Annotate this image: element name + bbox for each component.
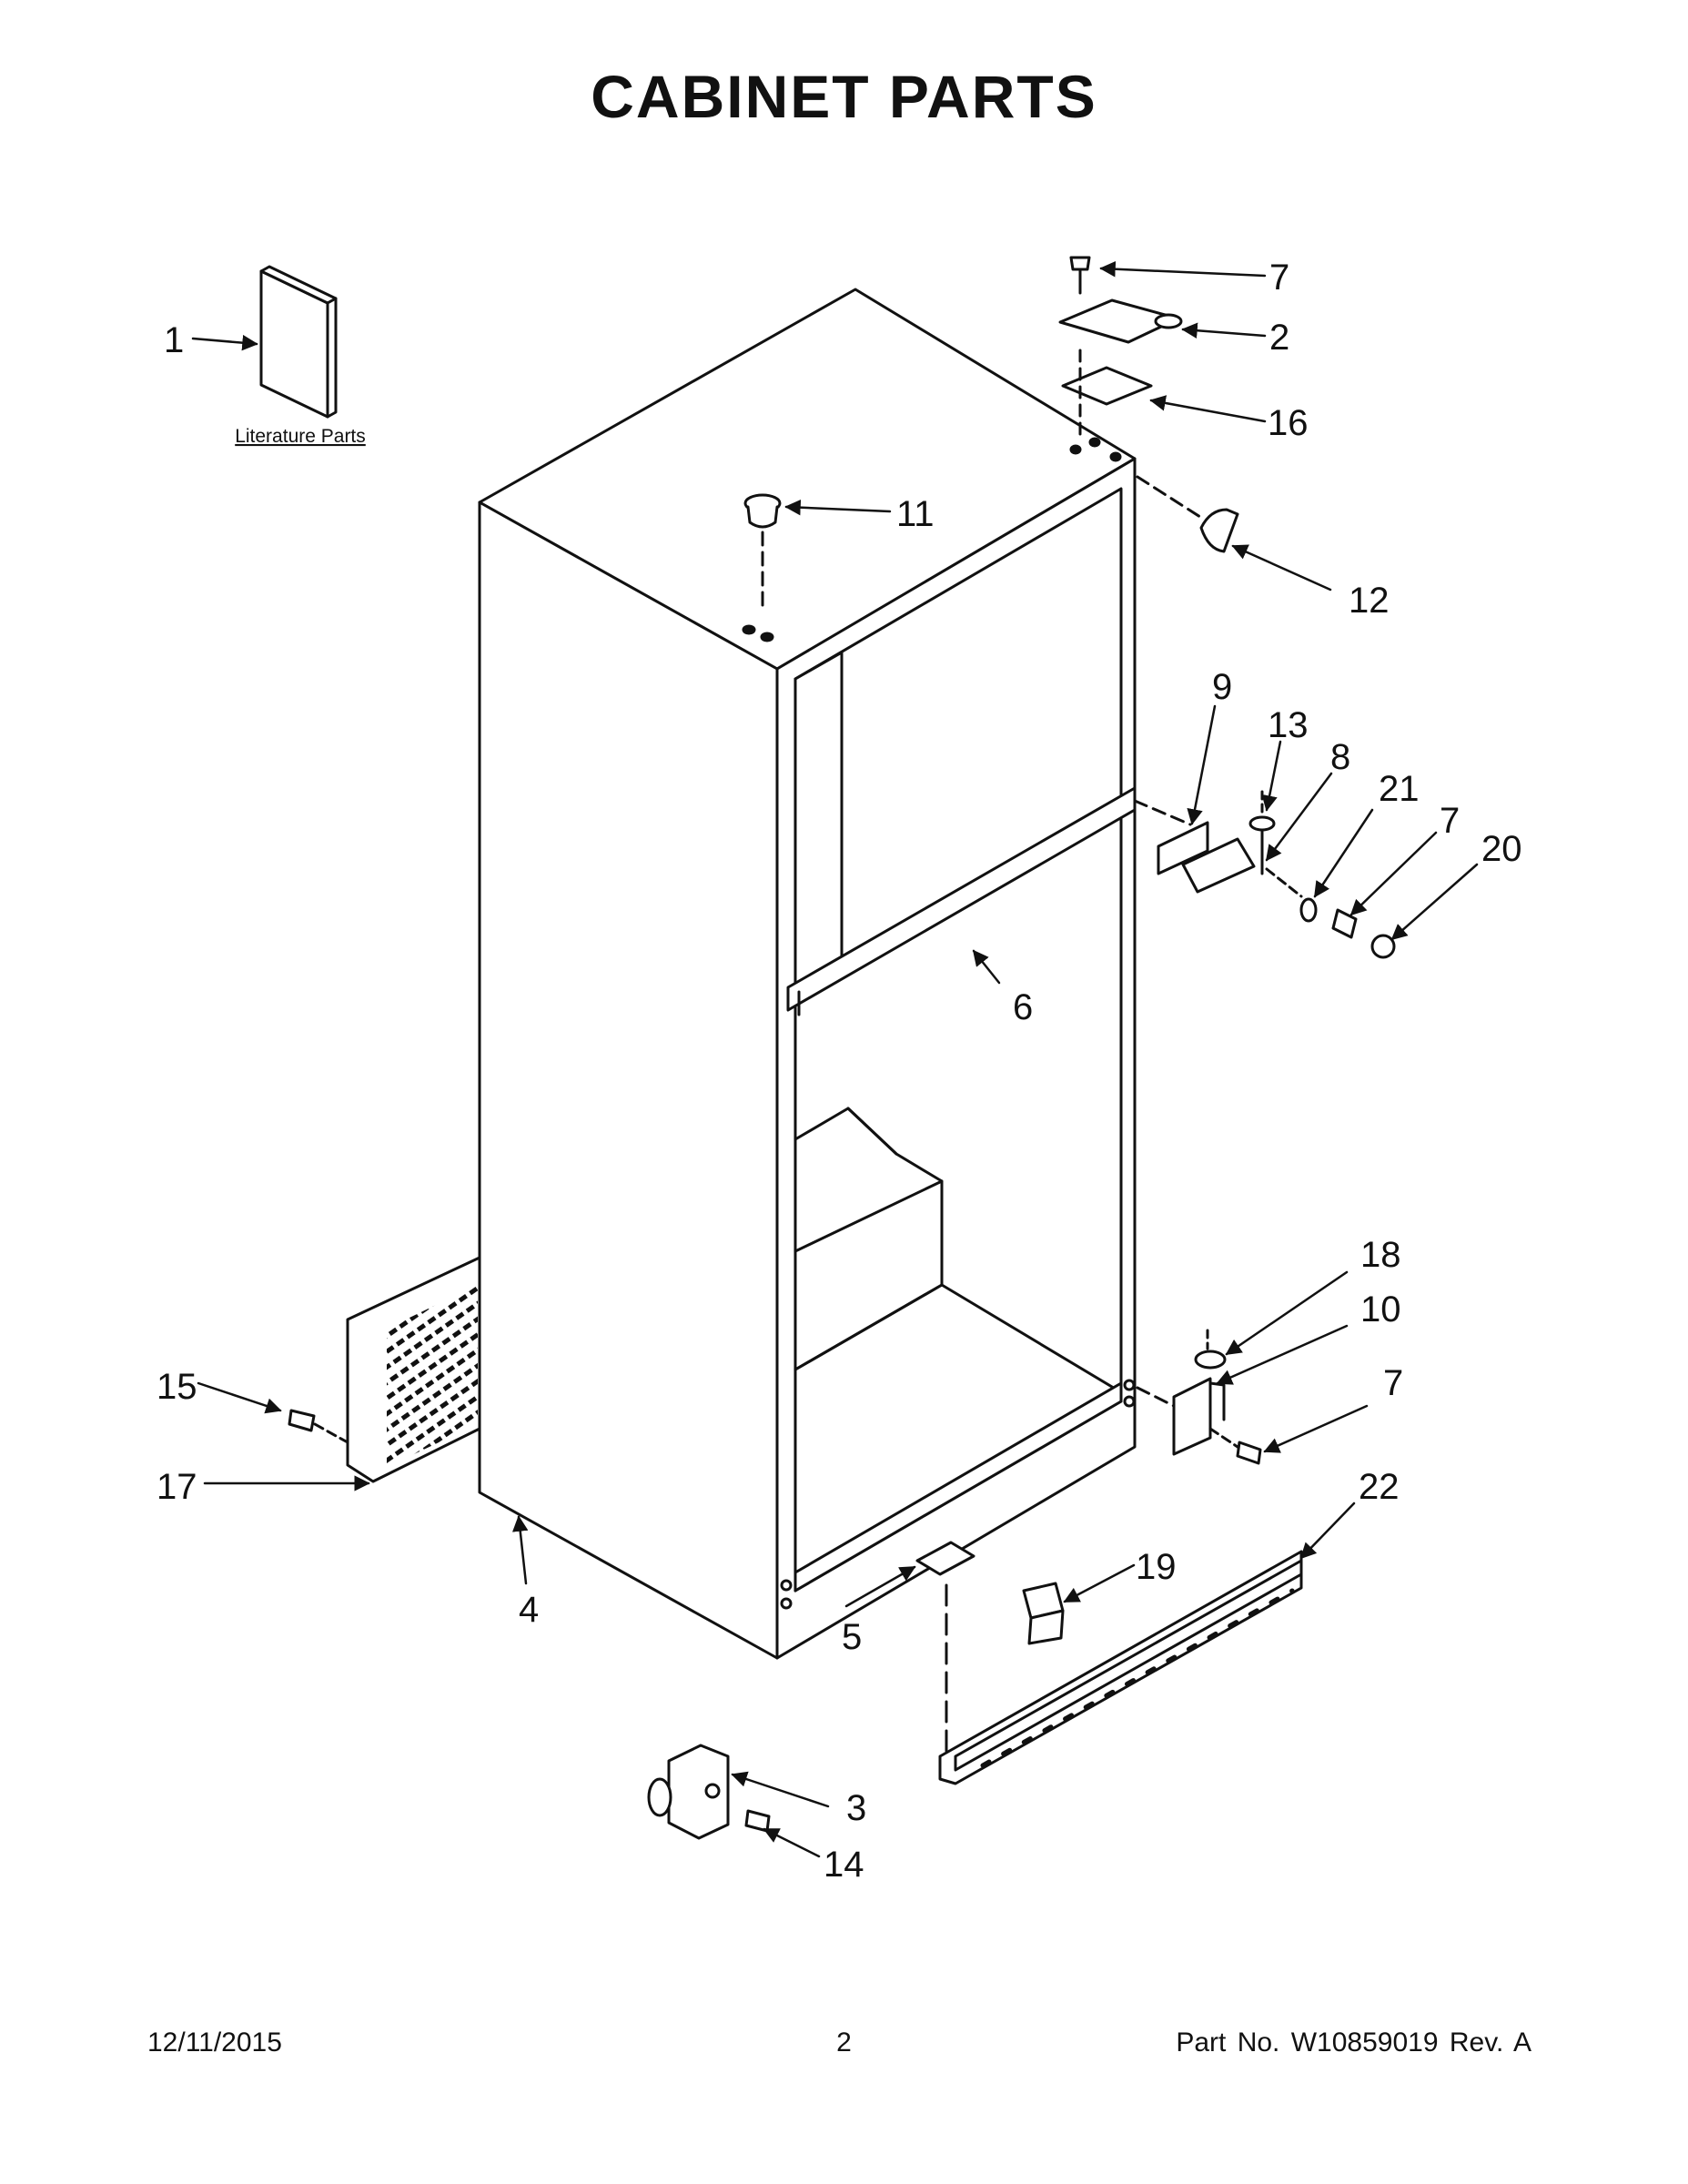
- literature-parts-label: Literature Parts: [235, 426, 366, 447]
- footer-date: 12/11/2015: [147, 2027, 282, 2058]
- rear-access-panel-icon: [288, 1256, 481, 1483]
- callout-4: 4: [519, 1590, 539, 1630]
- floor-pad-icon: [915, 1541, 975, 1756]
- callout-15: 15: [157, 1367, 197, 1407]
- callout-9: 9: [1212, 667, 1232, 707]
- callout-12: 12: [1349, 581, 1390, 621]
- callout-18: 18: [1360, 1235, 1401, 1275]
- callout-14: 14: [824, 1845, 864, 1885]
- page-title: CABINET PARTS: [591, 63, 1097, 130]
- callout-10: 10: [1360, 1289, 1401, 1330]
- callout-11: 11: [896, 494, 935, 534]
- leader-arrows: [191, 260, 1479, 1858]
- refrigerator-cabinet: [478, 288, 1137, 1660]
- callout-6: 6: [1013, 987, 1033, 1027]
- clip-icon: [1022, 1582, 1065, 1645]
- hinge-cover-icon: [1136, 475, 1239, 553]
- center-hinge-icon: [1133, 790, 1396, 959]
- callout-1: 1: [164, 320, 184, 360]
- leveling-bracket-icon: [647, 1744, 771, 1840]
- bottom-hinge-icon: [1136, 1329, 1262, 1465]
- footer-part-number: Part No. W10859019 Rev. A: [1176, 2027, 1531, 2058]
- callout-3: 3: [846, 1788, 866, 1828]
- callout-8: 8: [1330, 737, 1350, 777]
- top-hinge-icon: [1058, 256, 1183, 443]
- callout-13: 13: [1268, 705, 1309, 745]
- callout-22: 22: [1359, 1467, 1400, 1507]
- callout-7c: 7: [1383, 1363, 1403, 1403]
- callout-7a: 7: [1269, 258, 1289, 298]
- callout-numbers: 1 7 2 16 11 12 9 13 8 21 7 20 6 18 10 7 …: [157, 258, 1522, 1885]
- callout-7b: 7: [1440, 801, 1460, 841]
- callout-17: 17: [157, 1467, 197, 1507]
- plug-button-icon: [743, 493, 782, 612]
- base-grille-icon: [938, 1550, 1303, 1785]
- callout-19: 19: [1136, 1547, 1177, 1587]
- callout-21: 21: [1379, 769, 1420, 809]
- literature-booklet-icon: [259, 265, 338, 419]
- callout-16: 16: [1268, 403, 1309, 443]
- callout-2: 2: [1269, 318, 1289, 358]
- footer-page-number: 2: [836, 2027, 852, 2058]
- callout-5: 5: [842, 1617, 862, 1657]
- callout-20: 20: [1481, 829, 1522, 869]
